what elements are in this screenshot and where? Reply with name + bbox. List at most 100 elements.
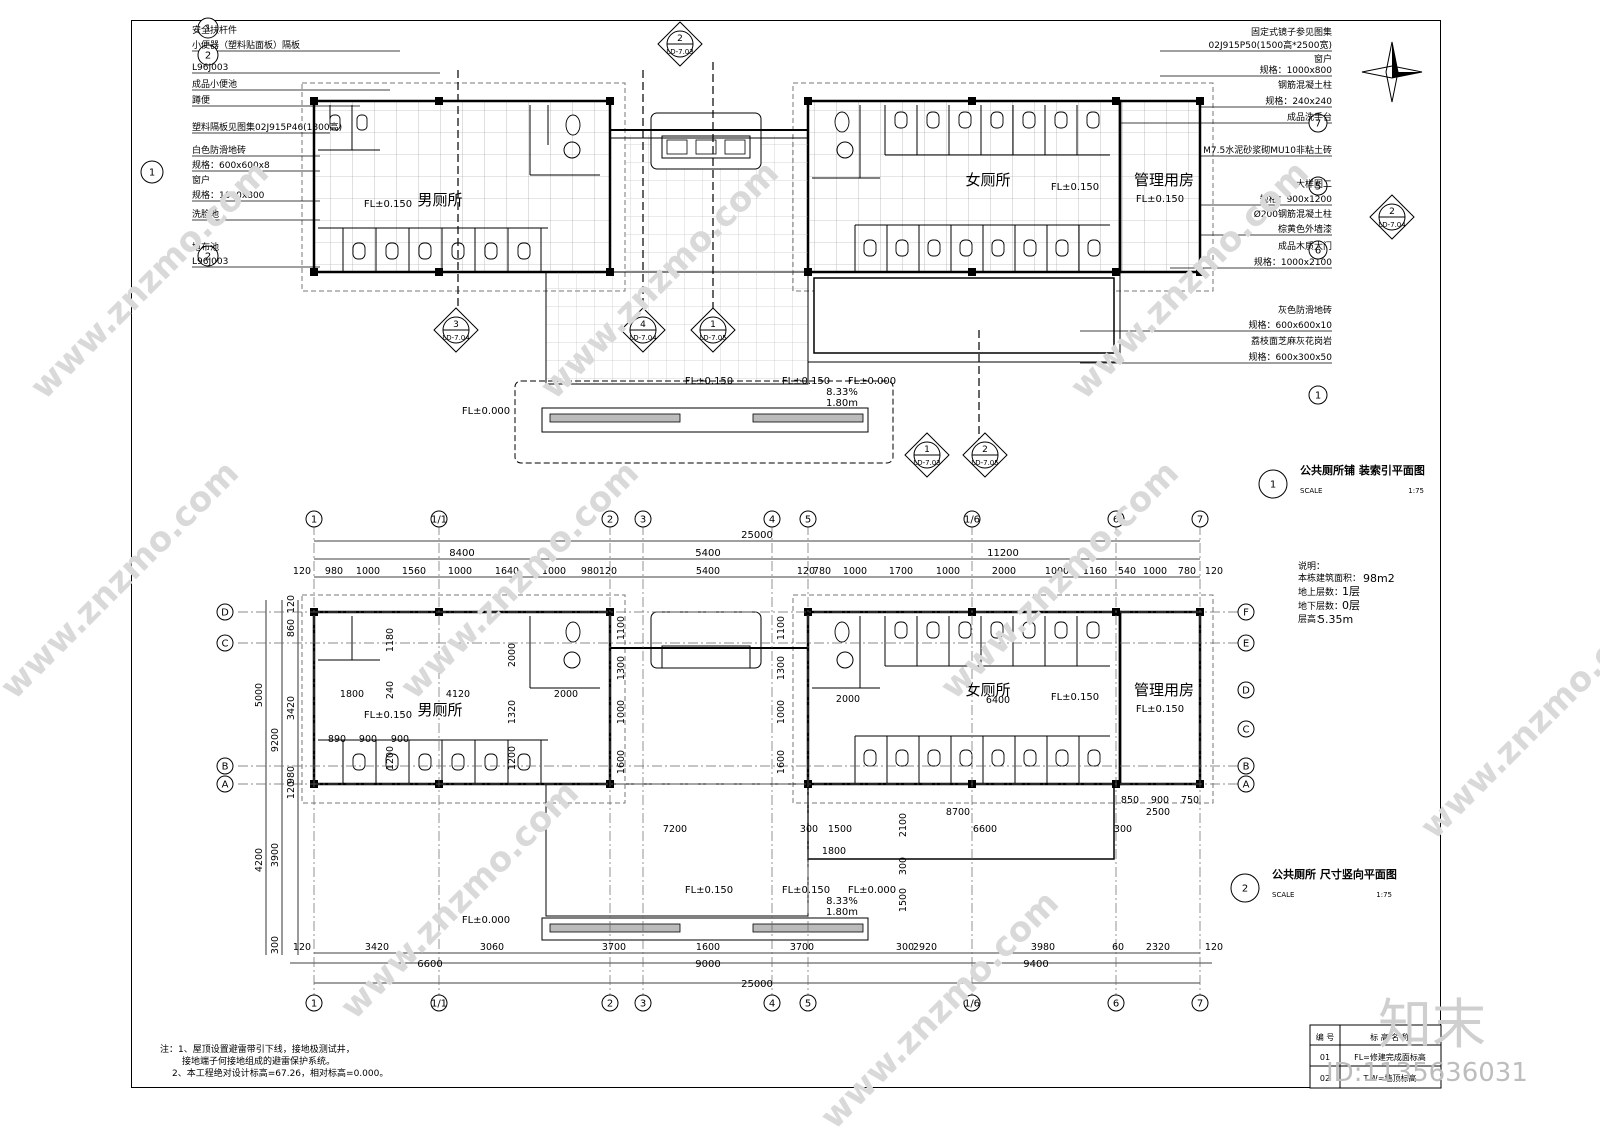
note-right-15: 规格：600x600x10 (1249, 319, 1333, 331)
section-2b-ref: LD-7.05 (971, 459, 998, 467)
dim-inner-11: 1200 (507, 746, 518, 770)
note-right-7: M7.5水泥砂浆砌MU10非粘土砖 (1203, 144, 1332, 156)
dim-left-4: 9200 (270, 728, 281, 752)
plan-1 (301, 62, 1214, 464)
dim-inner-21: 6400 (986, 695, 1010, 706)
index-tl-1-circle (197, 17, 219, 39)
grid-bottom-6: 1/6 (964, 999, 980, 1010)
note-right-2: 窗户 (1314, 53, 1332, 65)
dim-inner-5: 240 (385, 681, 396, 699)
index-tl-3: 2 (205, 252, 211, 263)
room-women-label: 女厕所 (965, 171, 1010, 189)
dim-seg-bottom-0: 6600 (417, 959, 442, 970)
fl-outside-2: FL±0.000 (462, 915, 510, 926)
fl-ramp-top-1: FL±0.150 (782, 376, 830, 387)
fl-men-1: FL±0.150 (364, 199, 412, 210)
grid-right-3: C (1243, 725, 1250, 736)
dim-inner-15: 1600 (616, 750, 627, 774)
legend-table (1309, 1024, 1442, 1089)
watermark-logo: 知末 (1378, 993, 1486, 1056)
note-left-12: L96J003 (192, 257, 228, 267)
plan2-title: 公共厕所 尺寸竖向平面图 (1272, 867, 1397, 881)
info-area-label: 本栋建筑面积： (1298, 572, 1361, 584)
grid-bottom-5: 5 (805, 999, 811, 1010)
section-1b-num: 1 (924, 445, 930, 455)
dim-seg-top-1: 5400 (695, 548, 720, 559)
note-left-11: 拖布池 (192, 241, 219, 253)
dim-inner-19: 1600 (776, 750, 787, 774)
dim-left-9: 300 (270, 936, 281, 954)
section-1b-ref: LD-7.03 (913, 459, 940, 467)
dim-top-r-10: 780 (1178, 566, 1196, 577)
grid-bottom-8-circle (1191, 994, 1209, 1012)
index-tl-3-circle (197, 245, 219, 267)
dim-top-l-2: 1000 (356, 566, 380, 577)
dim-top-r-0: 120 (797, 566, 815, 577)
note-right-12: 成品木质大门 (1278, 240, 1332, 252)
grid-left-0: D (221, 608, 229, 619)
grid-top-6-circle (963, 510, 981, 528)
dim-inner-3: 4120 (446, 689, 470, 700)
grid-right-1: E (1243, 639, 1249, 650)
note-right-17: 规格：600x300x50 (1249, 351, 1333, 363)
index-r-6-circle (1308, 240, 1328, 260)
dim-inner-33: 2100 (898, 813, 909, 837)
grid-bottom-2: 2 (607, 999, 613, 1010)
grid-left-0-circle (216, 603, 234, 621)
note-right-3: 规格：1000x800 (1260, 64, 1333, 76)
plan1-scale-label: SCALE (1300, 487, 1322, 495)
note-right-8: 大样图二 (1296, 178, 1332, 190)
grid-top-1-circle (430, 510, 448, 528)
slope-len-2: 1.80m (826, 907, 858, 918)
grid-top-0: 1 (311, 515, 317, 526)
dim-top-r-8: 540 (1118, 566, 1136, 577)
fl-corridor-1: FL±0.150 (685, 376, 733, 387)
slope-1: 8.33% (826, 387, 858, 398)
index-tl-2: 2 (205, 51, 211, 62)
grid-bottom-0-circle (305, 994, 323, 1012)
note-right-1: 02J915P50(1500高*2500宽) (1209, 39, 1333, 51)
dim-seg-top-0: 8400 (449, 548, 474, 559)
grid-left-3: A (222, 780, 229, 791)
dim-top-r-11: 120 (1205, 566, 1223, 577)
dim-inner-10: 1200 (385, 746, 396, 770)
grid-bottom-2-circle (601, 994, 619, 1012)
fl-mgmt-2: FL±0.150 (1136, 704, 1184, 715)
index-r-5: 5 (1315, 182, 1321, 193)
dim-left-6: 980 (286, 766, 297, 784)
room-mgmt-label-2: 管理用房 (1134, 681, 1194, 699)
grid-right-4-circle (1237, 757, 1255, 775)
grid-bottom-1-circle (430, 994, 448, 1012)
fl-women-2: FL±0.150 (1051, 692, 1099, 703)
index-l-section-circle (140, 160, 164, 184)
index-r-7-circle (1308, 113, 1328, 133)
note-left-8: 窗户 (192, 174, 210, 186)
grid-top-1: 1/1 (431, 515, 447, 526)
plan1-number-circle (1258, 469, 1288, 499)
grid-top-5-circle (799, 510, 817, 528)
legend-h2: 标 高 名 称 (1370, 1032, 1410, 1042)
note-left-2: L96J003 (192, 63, 228, 73)
dim-left-8: 3900 (270, 843, 281, 867)
grid-right-1-circle (1237, 634, 1255, 652)
grid-right-2: D (1242, 686, 1250, 697)
grid-left-2-circle (216, 757, 234, 775)
dim-bottom-2: 3060 (480, 942, 504, 953)
note-right-13: 规格：1000x2100 (1254, 256, 1332, 268)
dim-top-l-6: 1000 (542, 566, 566, 577)
plan2-scale-label: SCALE (1272, 891, 1294, 899)
legend-r2: T.W=墙顶标高 (1362, 1073, 1416, 1083)
grid-right-4: B (1243, 762, 1250, 773)
footnote-1: 接地端子何接地组成的避雷保护系统。 (182, 1055, 335, 1067)
grid-right-0: F (1243, 608, 1249, 619)
room-men-label: 男厕所 (417, 191, 462, 209)
dim-left-7: 4200 (254, 848, 265, 872)
dim-inner-24: 750 (1181, 795, 1199, 806)
section-4-num: 4 (640, 320, 646, 330)
grid-right-0-circle (1237, 603, 1255, 621)
grid-bottom-4-circle (763, 994, 781, 1012)
grid-right-2-circle (1237, 681, 1255, 699)
footnote-2: 2、本工程绝对设计标高=67.26，相对标高=0.000。 (172, 1067, 388, 1079)
index-tl-1: 1 (205, 24, 211, 35)
dim-inner-22: 850 (1121, 795, 1139, 806)
